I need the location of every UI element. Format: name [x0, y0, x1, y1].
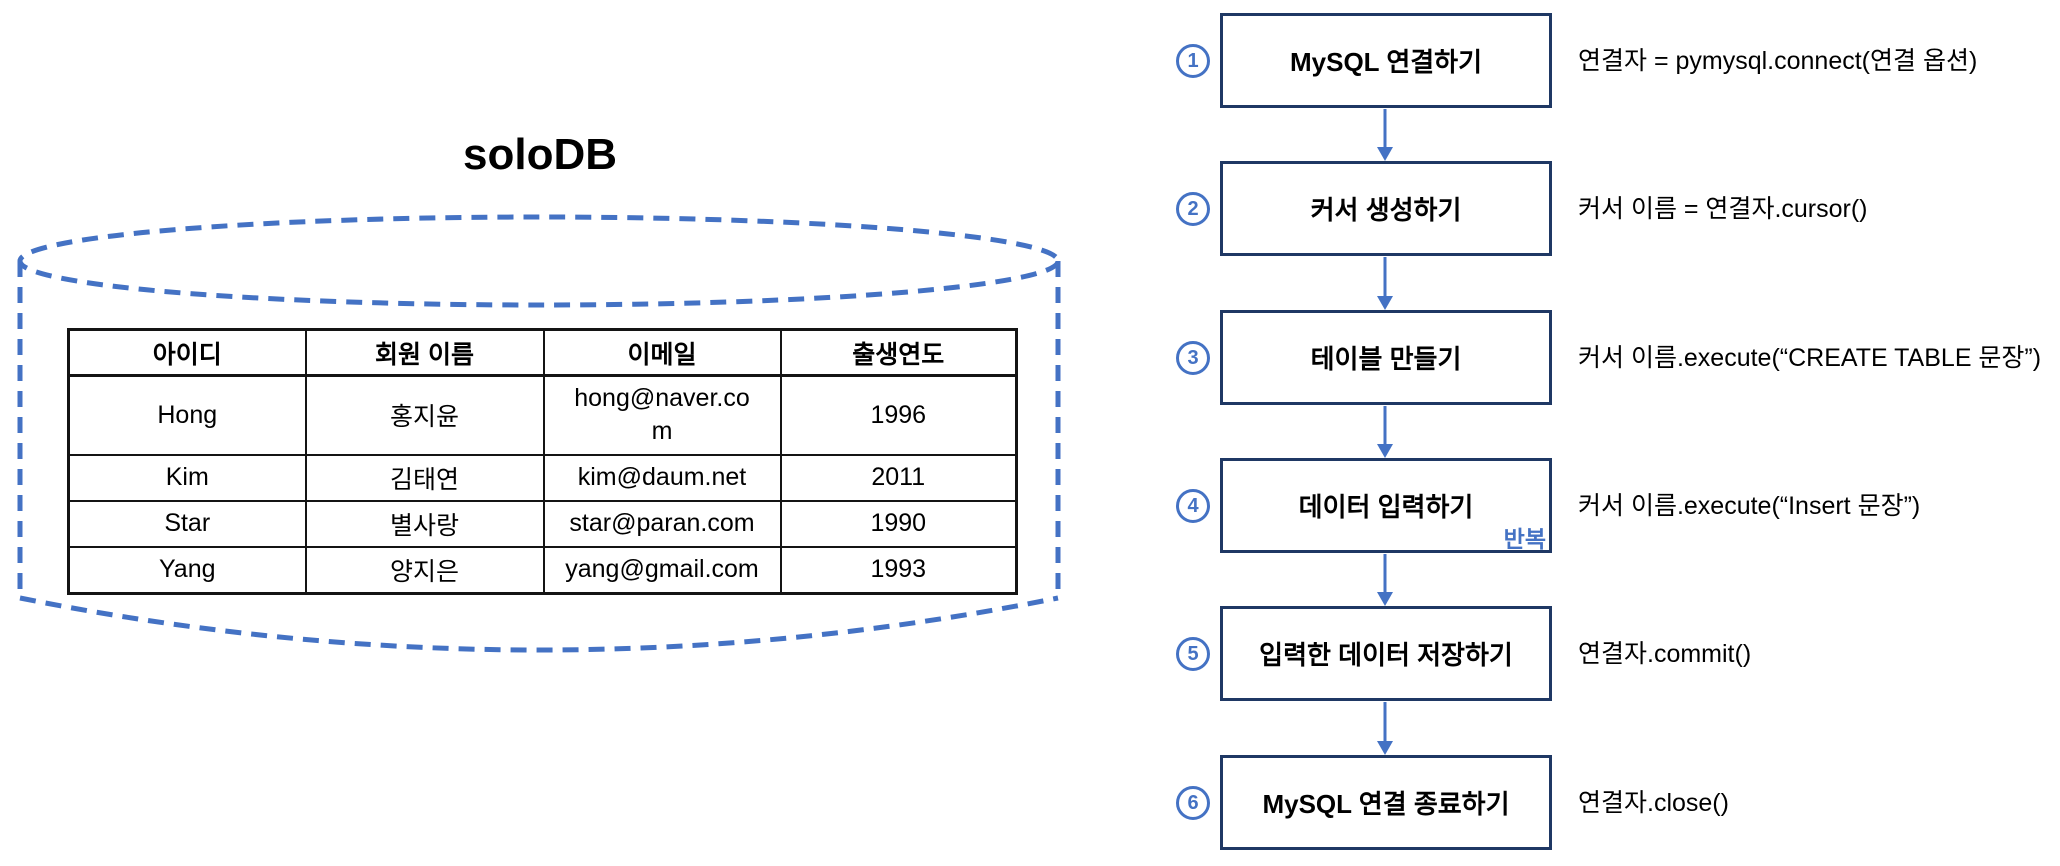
table-row: Hong 홍지윤 hong@naver.co m 1996: [67, 374, 1018, 456]
step-4-number-icon: 4: [1176, 489, 1210, 523]
flow-arrow-5: [1377, 702, 1393, 755]
cell-name-yang: 양지은: [304, 545, 545, 595]
step-3-number-icon: 3: [1176, 341, 1210, 375]
cell-email-star: star@paran.com: [542, 499, 782, 548]
step-5-number-icon: 5: [1176, 637, 1210, 671]
step-1-label: MySQL 연결하기: [1290, 47, 1482, 77]
header-birth-year: 출생연도: [779, 328, 1018, 377]
step-4-code: 커서 이름.execute(“Insert 문장”): [1578, 492, 1921, 520]
flow-arrows: [1377, 109, 1393, 755]
step-3-code: 커서 이름.execute(“CREATE TABLE 문장”): [1578, 344, 2042, 372]
table-row: Star 별사랑 star@paran.com 1990: [67, 499, 1018, 548]
step-1-box: MySQL 연결하기: [1220, 13, 1552, 108]
step-5-box: 입력한 데이터 저장하기: [1220, 606, 1552, 701]
step-6-number-icon: 6: [1176, 786, 1210, 820]
step-4-box: 데이터 입력하기: [1220, 458, 1552, 553]
step-6-code: 연결자.close(): [1578, 789, 1729, 817]
cell-birth-yang: 1993: [779, 545, 1018, 595]
cell-id-star: Star: [67, 499, 307, 548]
table-row: Yang 양지은 yang@gmail.com 1993: [67, 545, 1018, 595]
header-id: 아이디: [67, 328, 307, 377]
cell-birth-hong: 1996: [779, 374, 1018, 456]
repeat-badge: 반복: [1503, 526, 1546, 552]
step-1-number-icon: 1: [1176, 44, 1210, 78]
step-3-label: 테이블 만들기: [1310, 344, 1462, 374]
cell-birth-star: 1990: [779, 499, 1018, 548]
step-5-label: 입력한 데이터 저장하기: [1259, 640, 1513, 670]
flow-arrow-3: [1377, 406, 1393, 458]
cell-id-hong: Hong: [67, 374, 307, 456]
cell-name-hong: 홍지윤: [304, 374, 545, 456]
step-3-box: 테이블 만들기: [1220, 310, 1552, 405]
header-email: 이메일: [542, 328, 782, 377]
cell-email-kim: kim@daum.net: [542, 453, 782, 502]
cylinder-top-ellipse: [17, 214, 1061, 308]
step-1-code: 연결자 = pymysql.connect(연결 옵션): [1578, 47, 1978, 75]
cell-id-yang: Yang: [67, 545, 307, 595]
step-2-label: 커서 생성하기: [1310, 195, 1462, 225]
table-row: Kim 김태연 kim@daum.net 2011: [67, 453, 1018, 502]
table-header-row: 아이디 회원 이름 이메일 출생연도: [67, 328, 1018, 377]
cell-email-hong: hong@naver.co m: [542, 374, 782, 456]
step-6-label: MySQL 연결 종료하기: [1262, 789, 1510, 819]
flow-arrow-4: [1377, 554, 1393, 606]
database-title: soloDB: [463, 130, 617, 179]
header-name: 회원 이름: [304, 328, 545, 377]
members-table: 아이디 회원 이름 이메일 출생연도 Hong 홍지윤 hong@naver.c…: [67, 328, 1018, 595]
cell-email-yang: yang@gmail.com: [542, 545, 782, 595]
cell-id-kim: Kim: [67, 453, 307, 502]
step-2-box: 커서 생성하기: [1220, 161, 1552, 256]
flow-arrow-1: [1377, 109, 1393, 161]
cell-birth-kim: 2011: [779, 453, 1018, 502]
cell-name-star: 별사랑: [304, 499, 545, 548]
cell-name-kim: 김태연: [304, 453, 545, 502]
step-4-label: 데이터 입력하기: [1298, 492, 1474, 522]
step-6-box: MySQL 연결 종료하기: [1220, 755, 1552, 850]
flow-arrow-2: [1377, 257, 1393, 310]
step-2-code: 커서 이름 = 연결자.cursor(): [1578, 195, 1868, 223]
step-5-code: 연결자.commit(): [1578, 640, 1752, 668]
cylinder-bottom-arc: [19, 595, 1059, 653]
database-cylinder: [17, 214, 1061, 653]
step-2-number-icon: 2: [1176, 192, 1210, 226]
